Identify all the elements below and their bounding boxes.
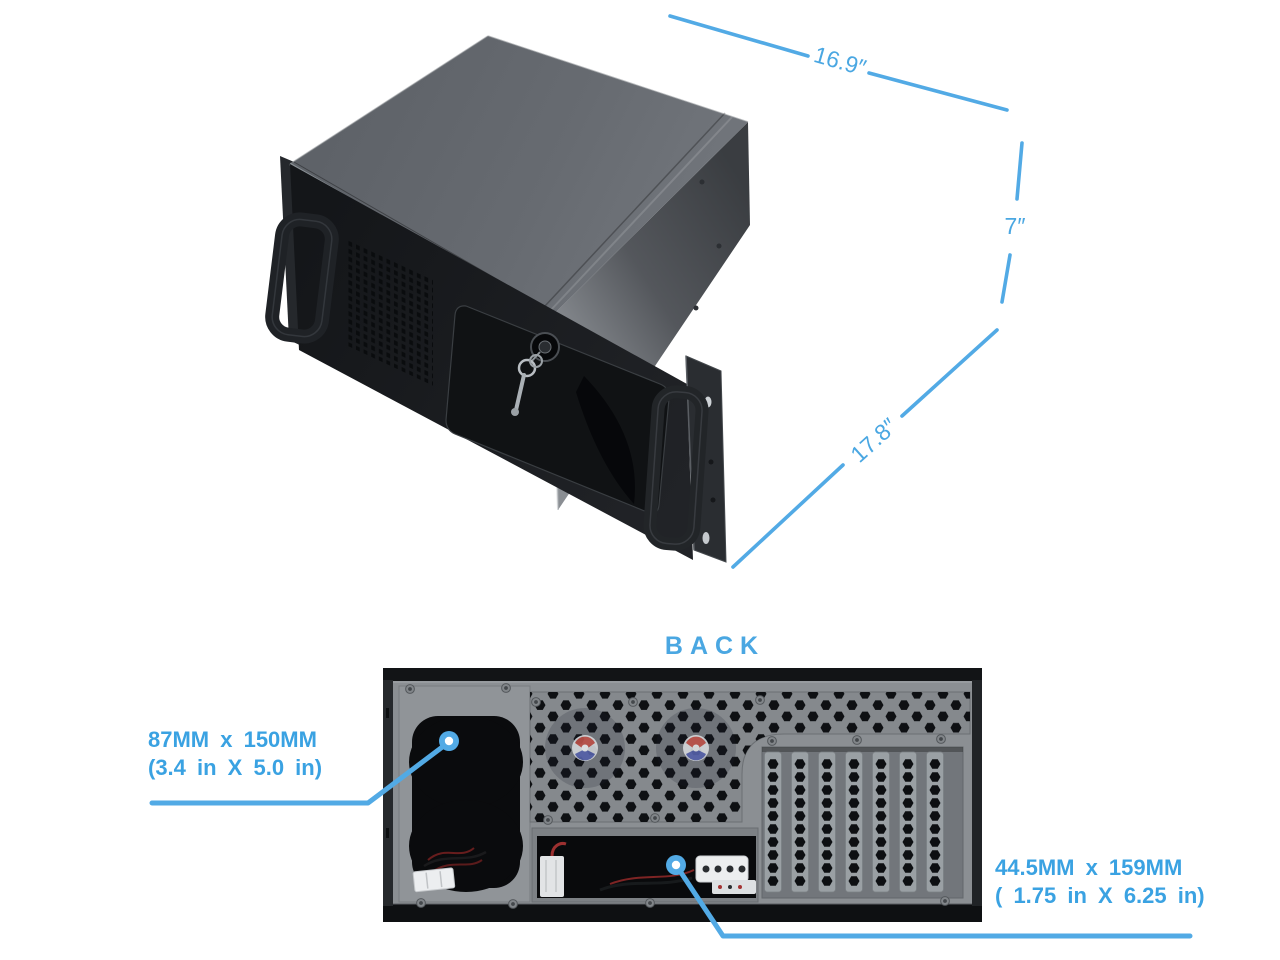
chassis-3d-figure (265, 14, 1024, 569)
door-groove (576, 376, 635, 504)
width-dimension-line (867, 71, 1009, 112)
front-handle-right (643, 385, 709, 551)
slot-cover (927, 752, 944, 892)
fan-callout-leader (149, 731, 459, 806)
expansion-slot-area (761, 746, 964, 899)
front-vent-grid (348, 240, 433, 386)
back-view-title: BACK (664, 632, 766, 660)
slot-cover (765, 752, 782, 892)
depth-dimension-line (900, 328, 999, 418)
keys (511, 354, 543, 416)
psu-callout-line1: 44.5MM x 159MM (995, 855, 1183, 880)
dimension-height-label: 7″ (1004, 213, 1026, 239)
slot-cover (846, 752, 863, 892)
width-dimension-line (668, 14, 810, 58)
back-bottom-rail (383, 904, 982, 922)
fan-hub-sticker (572, 735, 598, 761)
psu-opening-callout: 44.5MM x 159MM ( 1.75 in X 6.25 in) (995, 854, 1205, 910)
fan-power-connector (412, 867, 456, 893)
fan-opening-callout: 87MM x 150MM (3.4 in X 5.0 in) (148, 726, 322, 782)
slot-cover (819, 752, 836, 892)
height-dimension-line (1015, 141, 1024, 201)
slot-cover (792, 752, 809, 892)
fan-callout-line2: (3.4 in X 5.0 in) (148, 755, 323, 780)
psu-opening (531, 827, 759, 903)
rear-vent-mesh (529, 691, 971, 823)
fan-opening-cutout (409, 716, 523, 892)
depth-dimension-line (731, 463, 845, 569)
chassis-3d-illustration (265, 35, 750, 563)
fan-hub-sticker (683, 735, 709, 761)
slot-cover (873, 752, 890, 892)
keylock (529, 332, 560, 364)
molex-connector (695, 855, 756, 894)
height-dimension-line (1000, 253, 1012, 304)
slot-cover (900, 752, 917, 892)
back-panel-photo (383, 668, 982, 922)
fan-callout-line1: 87MM x 150MM (148, 727, 317, 752)
dimension-lines (668, 14, 1024, 569)
front-handle-left (265, 212, 339, 344)
top-panel (290, 36, 748, 316)
chassis-back-figure (149, 668, 1193, 939)
psu-callout-leader (666, 855, 1193, 939)
back-top-bezel (383, 668, 982, 681)
psu-callout-line2: ( 1.75 in X 6.25 in) (995, 883, 1205, 908)
